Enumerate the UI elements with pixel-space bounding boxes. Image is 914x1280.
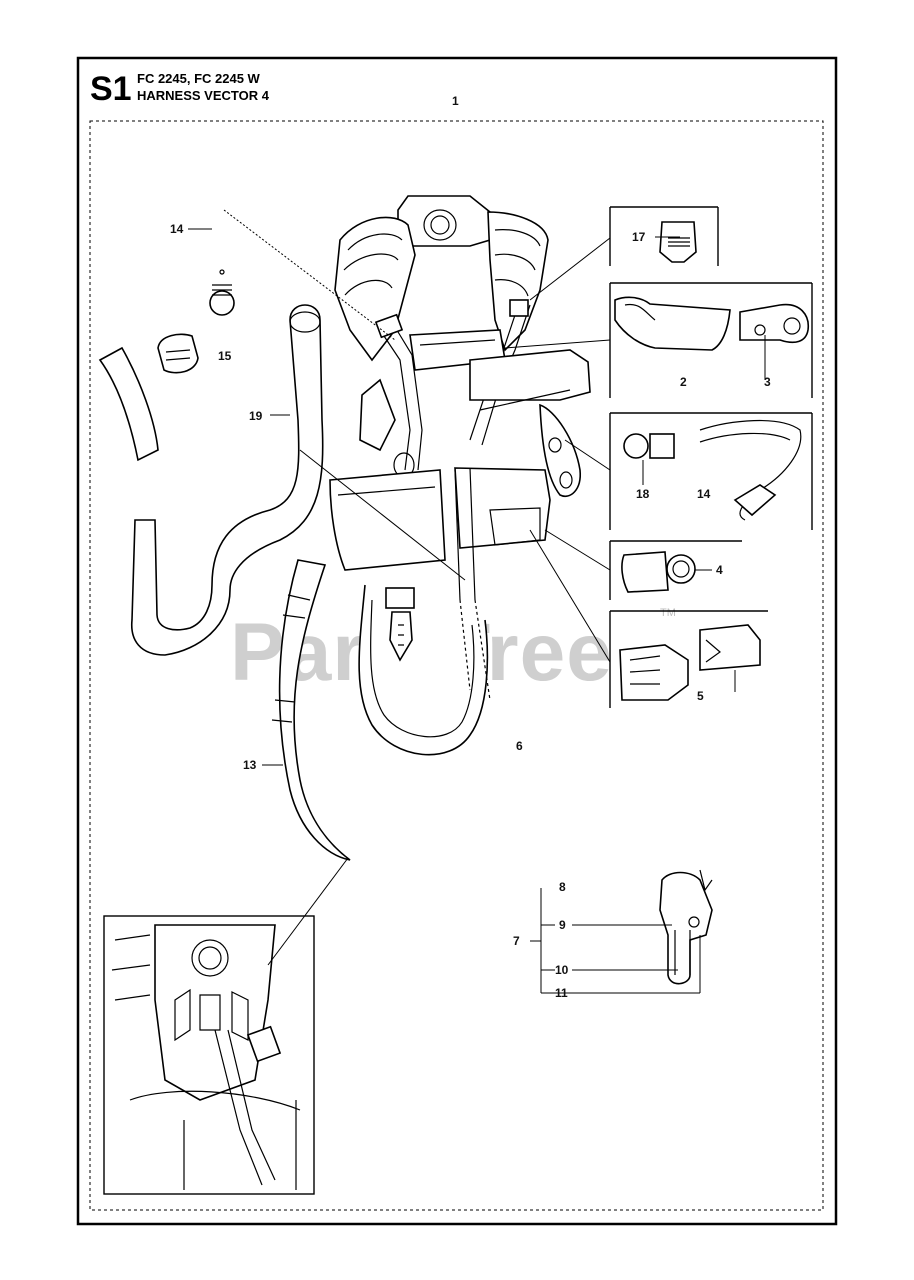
callout-11[interactable]: 11: [555, 986, 568, 1000]
section-code: S1: [90, 70, 132, 108]
callout-9[interactable]: 9: [559, 918, 566, 932]
inset-parts-2-3: [609, 282, 813, 398]
callout-5[interactable]: 5: [697, 689, 704, 703]
watermark-trademark: TM: [660, 607, 676, 619]
callout-14-right[interactable]: 14: [697, 487, 711, 501]
callout-6[interactable]: 6: [516, 739, 523, 753]
callout-3[interactable]: 3: [764, 375, 771, 389]
assembly-name: HARNESS VECTOR 4: [137, 88, 270, 103]
callout-14-left[interactable]: 14: [170, 222, 184, 236]
model-line: FC 2245, FC 2245 W: [137, 71, 261, 86]
assembly-dashed-frame: [89, 120, 824, 1211]
callout-7[interactable]: 7: [513, 934, 520, 948]
part-14-snap: [209, 269, 235, 316]
callout-2[interactable]: 2: [680, 375, 687, 389]
part-15-buckle: [157, 333, 199, 374]
leader-lines: [188, 209, 766, 994]
inset-part-4: [609, 540, 742, 600]
sheet-border: [76, 56, 838, 1226]
callout-4[interactable]: 4: [716, 563, 723, 577]
callout-15[interactable]: 15: [218, 349, 232, 363]
callout-10[interactable]: 10: [555, 963, 569, 977]
inset-part-17: [609, 206, 719, 266]
bottom-left-detail-inset: [103, 915, 315, 1195]
harness-drawing: [329, 195, 591, 756]
inset-part-5: [609, 610, 768, 708]
clip-assembly-7-11: [659, 869, 713, 985]
part-19-hose: [98, 304, 324, 656]
inset-parts-18-14: [609, 412, 813, 530]
part-13-strap: [271, 559, 351, 861]
group-number: 1: [452, 94, 459, 108]
callout-18[interactable]: 18: [636, 487, 650, 501]
callout-19[interactable]: 19: [249, 409, 263, 423]
callout-17[interactable]: 17: [632, 230, 646, 244]
callout-13[interactable]: 13: [243, 758, 257, 772]
callout-8[interactable]: 8: [559, 880, 566, 894]
